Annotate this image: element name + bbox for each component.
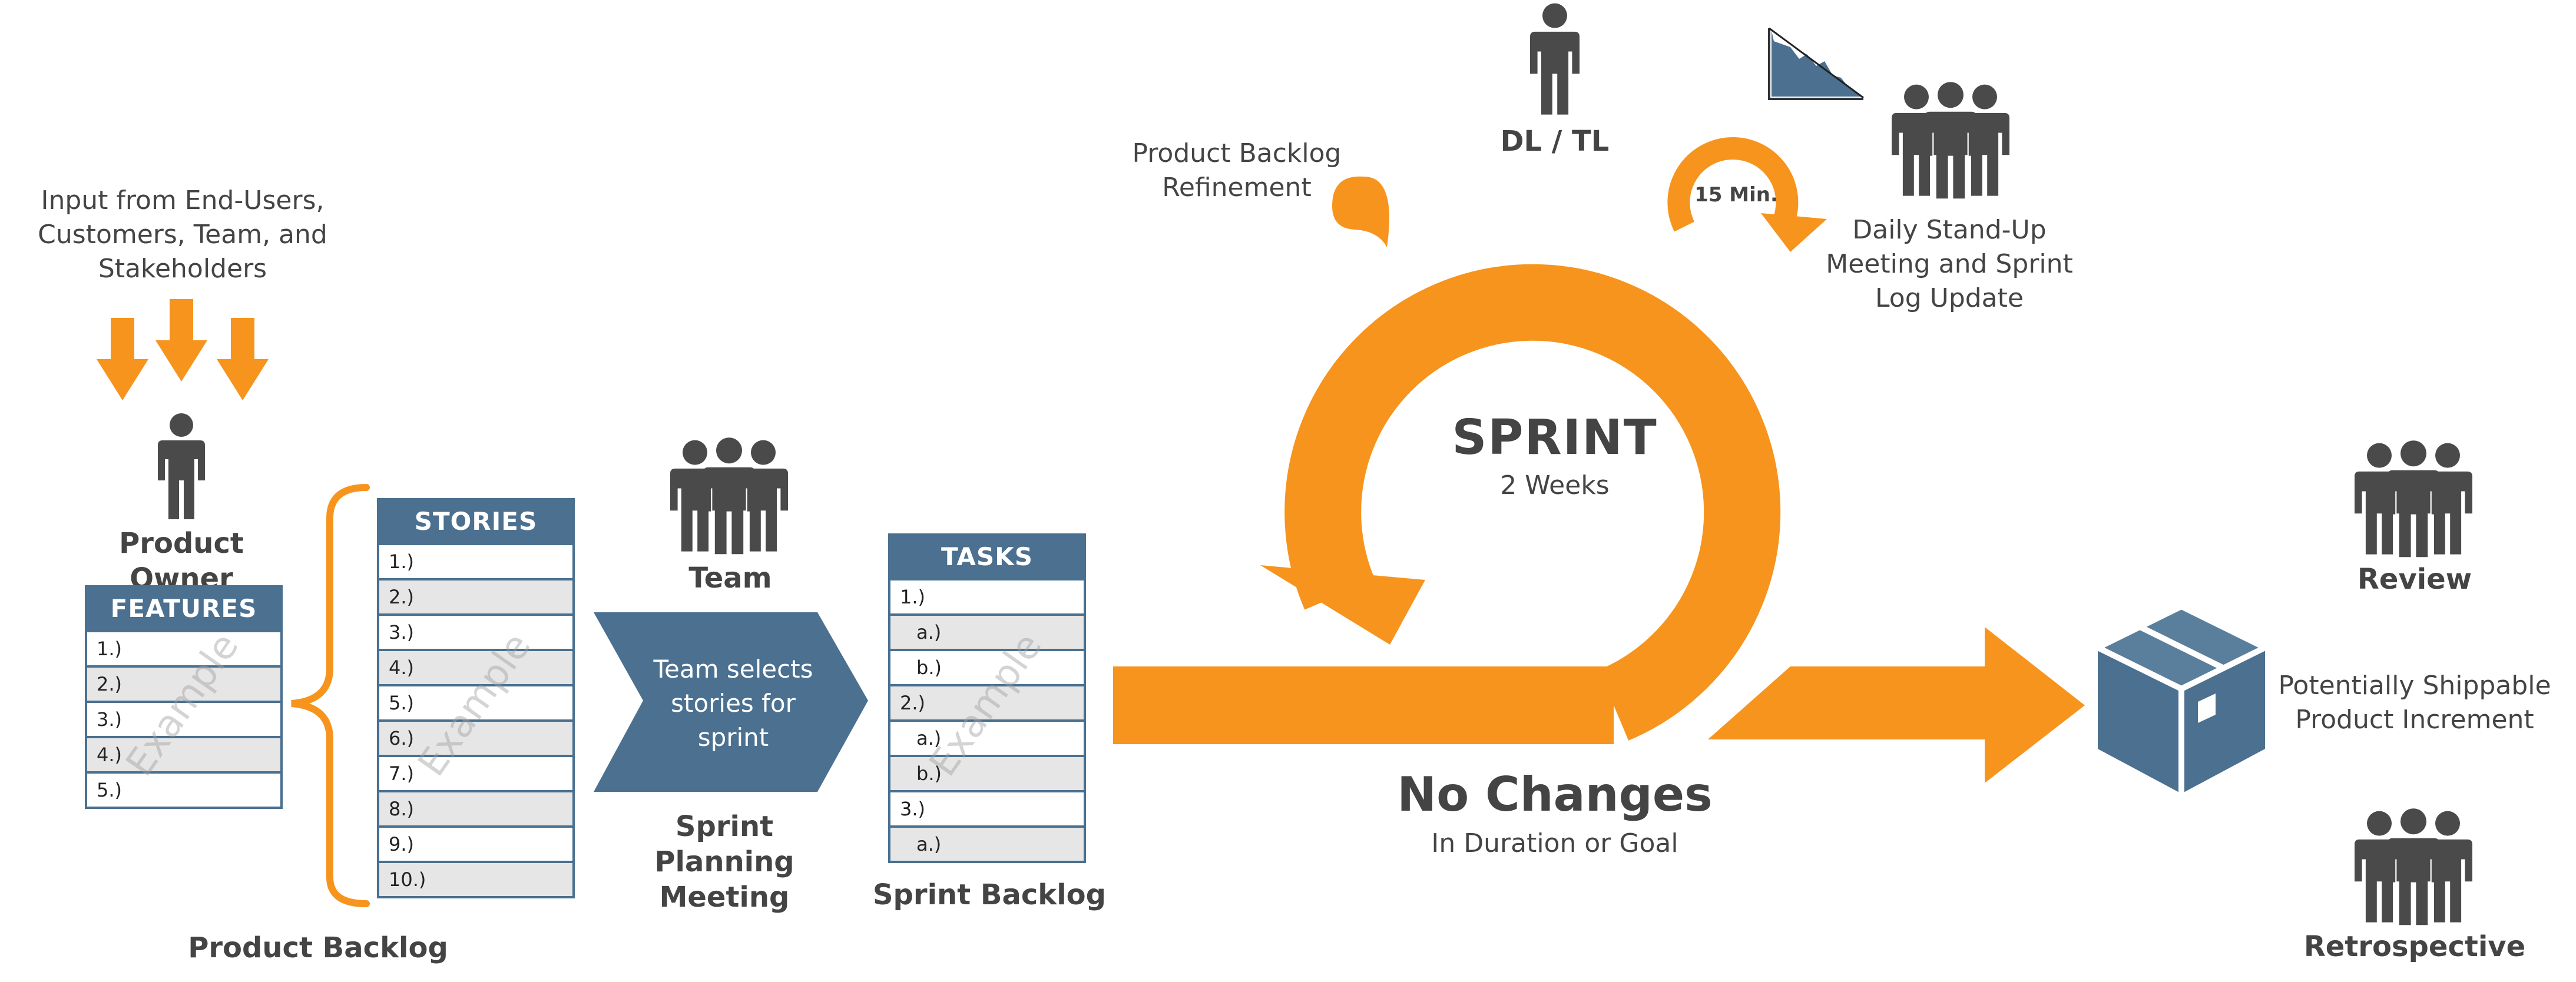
input-label: Input from End-Users, Customers, Team, a… [38,185,327,284]
increment-label: Potentially Shippable Product Increment [2278,671,2551,735]
backlog-brace [291,484,370,907]
retrospective-label: Retrospective [2303,930,2526,963]
tasks-row: b.) [890,755,1084,790]
features-row: 2.) [87,665,280,701]
sprint-duration: 2 Weeks [1500,470,1610,500]
no-changes-title: No Changes [1397,767,1713,822]
team-label: Team [688,562,772,595]
tasks-row: a.) [890,825,1084,861]
standup-team-icon [1892,82,2009,199]
sprint-title: SPRINT [1452,410,1658,466]
stories-row: 2.) [379,578,572,613]
stories-row: 6.) [379,719,572,755]
dl-tl-person-icon [1530,3,1580,115]
product-owner-person-icon [158,413,205,519]
stories-table: STORIES 1.)2.)3.)4.)5.)6.)7.)8.)9.)10.) [377,498,575,898]
stories-row: 10.) [379,861,572,896]
review-team-icon [2355,440,2472,558]
input-arrows [97,299,269,400]
daily-standup-label: Daily Stand-Up Meeting and Sprint Log Up… [1826,215,2073,313]
review-label: Review [2357,563,2472,596]
stories-row: 3.) [379,613,572,649]
tasks-header: TASKS [890,536,1084,578]
tasks-table: TASKS 1.)a.)b.)2.)a.)b.)3.)a.) [888,533,1086,863]
features-row: 4.) [87,736,280,771]
refinement-label: Product Backlog Refinement [1132,138,1342,203]
stories-row: 9.) [379,825,572,861]
product-backlog-label: Product Backlog [188,931,448,964]
standup-loop [1667,137,1799,232]
product-box-icon [2096,603,2267,794]
burndown-chart-icon [1768,27,1864,100]
sprint-backlog-label: Sprint Backlog [872,878,1107,911]
no-changes-subtitle: In Duration or Goal [1431,828,1678,858]
sprint-loop [1284,264,1781,741]
standup-loop-arrowhead [1761,213,1827,252]
tasks-row: b.) [890,649,1084,684]
sprint-planning-label: Sprint Planning Meeting [654,810,794,914]
stories-row: 5.) [379,684,572,719]
tasks-row: a.) [890,719,1084,755]
team-people-icon [670,437,788,555]
flow-bar [1113,666,1614,744]
refinement-drop [1332,176,1389,247]
stories-row: 4.) [379,649,572,684]
stories-row: 8.) [379,790,572,825]
stories-row: 1.) [379,543,572,578]
team-selects-label: Team selects stories for sprint [653,655,813,752]
features-row: 5.) [87,771,280,807]
stories-header: STORIES [379,500,572,543]
tasks-row: 3.) [890,790,1084,825]
sprint-loop-arrowhead [1260,565,1425,645]
stories-row: 7.) [379,755,572,790]
features-table: FEATURES 1.)2.)3.)4.)5.) [85,585,283,809]
features-row: 3.) [87,701,280,736]
fifteen-min-label: 15 Min. [1694,183,1778,207]
tasks-row: 2.) [890,684,1084,719]
retrospective-team-icon [2355,808,2472,925]
features-header: FEATURES [87,588,280,630]
tasks-row: 1.) [890,578,1084,613]
output-arrow [1708,627,2085,783]
tasks-row: a.) [890,613,1084,649]
features-row: 1.) [87,630,280,665]
dl-tl-label: DL / TL [1500,125,1610,158]
team-selects-chevron [594,612,868,792]
